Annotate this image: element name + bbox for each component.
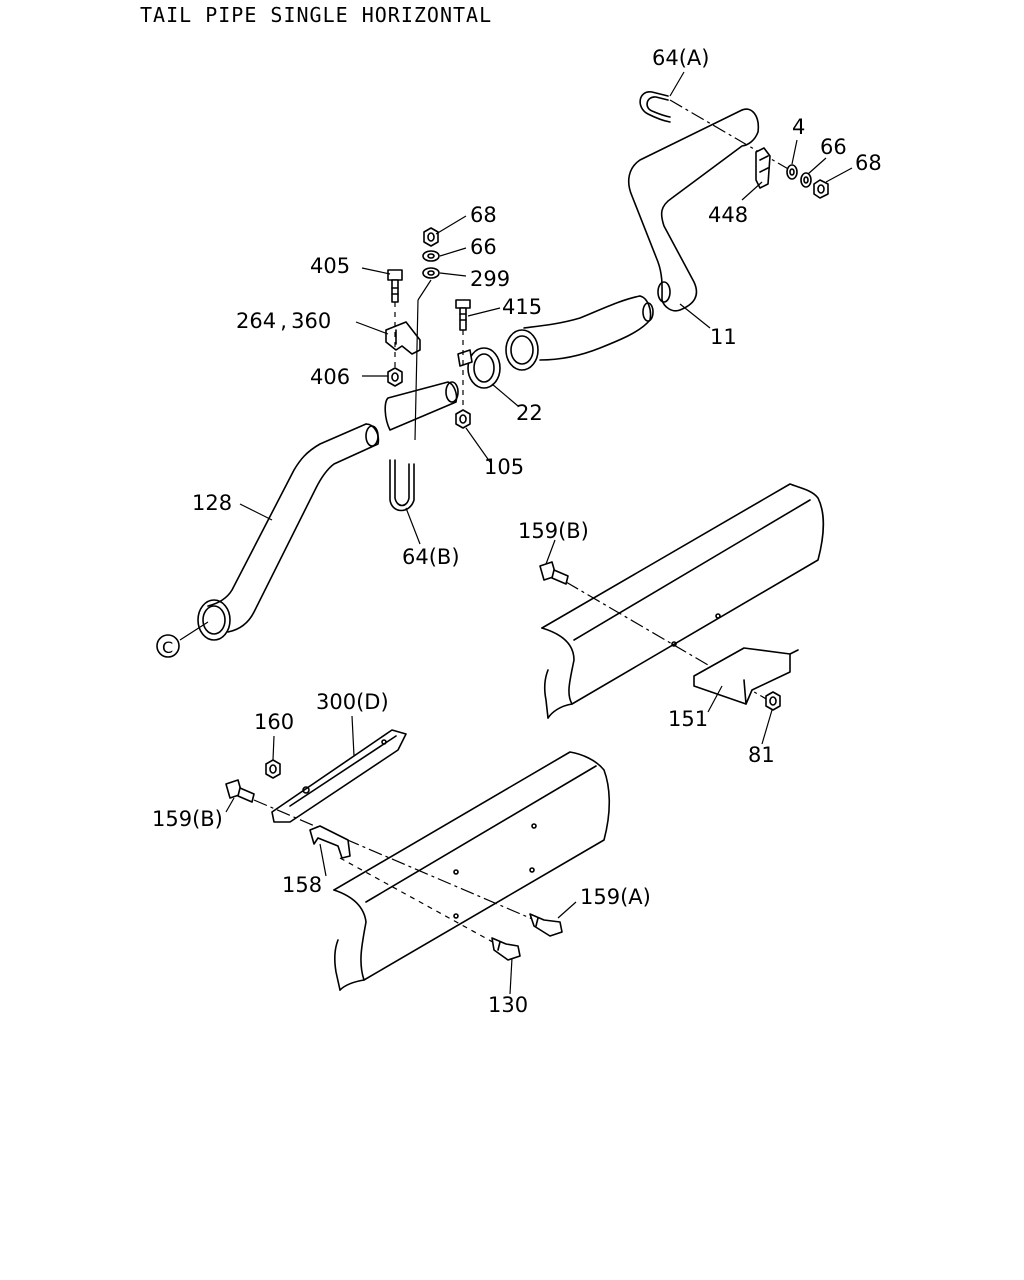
clamp-22 bbox=[457, 347, 501, 389]
tail-pipe-128 bbox=[197, 381, 459, 641]
tail-pipe-11 bbox=[627, 108, 760, 312]
callout-300d: 300(D) bbox=[316, 690, 389, 714]
callout-406: 406 bbox=[310, 365, 350, 389]
callout-105: 105 bbox=[484, 455, 524, 479]
nut-68-right bbox=[813, 179, 829, 199]
u-bolt-64a bbox=[639, 91, 671, 123]
reference-circle-c bbox=[156, 634, 180, 658]
nut-105 bbox=[455, 409, 471, 429]
callout-158: 158 bbox=[282, 873, 322, 897]
washer-66-right bbox=[800, 172, 812, 188]
callout-151: 151 bbox=[668, 707, 708, 731]
diagram-title: TAIL PIPE SINGLE HORIZONTAL bbox=[140, 3, 493, 27]
callout-64b: 64(B) bbox=[402, 545, 460, 569]
washer-4 bbox=[786, 164, 798, 180]
callout-68-right: 68 bbox=[855, 151, 882, 175]
bracket-300d bbox=[271, 729, 407, 823]
bolt-415 bbox=[455, 299, 471, 331]
axis-line-158 bbox=[339, 857, 501, 947]
bolt-130 bbox=[491, 937, 521, 961]
bolt-405 bbox=[387, 269, 403, 303]
clamp-448 bbox=[755, 147, 771, 189]
callout-130: 130 bbox=[488, 993, 528, 1017]
callout-405: 405 bbox=[310, 254, 350, 278]
callout-448: 448 bbox=[708, 203, 748, 227]
washer-299 bbox=[422, 267, 440, 279]
leader-lines bbox=[179, 71, 853, 995]
nut-160 bbox=[265, 759, 281, 779]
frame-rail-upper bbox=[541, 483, 825, 719]
callout-c: C bbox=[162, 638, 173, 657]
nut-68-top bbox=[423, 227, 439, 247]
axis-line-299 bbox=[417, 279, 432, 301]
axis-line-159 bbox=[253, 799, 545, 925]
bracket-158 bbox=[309, 825, 351, 859]
callout-4: 4 bbox=[792, 115, 805, 139]
callout-415: 415 bbox=[502, 295, 542, 319]
bracket-151 bbox=[693, 647, 799, 705]
nut-406 bbox=[387, 367, 403, 387]
callout-64a: 64(A) bbox=[652, 46, 709, 70]
callout-81: 81 bbox=[748, 743, 775, 767]
middle-pipe bbox=[505, 295, 654, 371]
callout-128: 128 bbox=[192, 491, 232, 515]
callout-68-top: 68 bbox=[470, 203, 497, 227]
bolt-159a bbox=[529, 913, 563, 937]
callout-299: 299 bbox=[470, 267, 510, 291]
washer-66-top bbox=[422, 250, 440, 262]
axis-line-64a bbox=[669, 99, 791, 171]
frame-rail-lower bbox=[333, 751, 611, 991]
callout-66-right: 66 bbox=[820, 135, 847, 159]
callout-66-top: 66 bbox=[470, 235, 497, 259]
axis-line-stack bbox=[414, 299, 419, 441]
callout-160: 160 bbox=[254, 710, 294, 734]
clamp-264-360 bbox=[385, 321, 421, 355]
callout-11: 11 bbox=[710, 325, 737, 349]
callout-264-360: 264 , 360 bbox=[236, 309, 331, 333]
callout-159a: 159(A) bbox=[580, 885, 651, 909]
bolt-159b-top bbox=[539, 561, 569, 585]
u-bolt-64b bbox=[389, 459, 415, 512]
nut-81 bbox=[765, 691, 781, 711]
callout-159b-top: 159(B) bbox=[518, 519, 589, 543]
bolt-159b-left bbox=[225, 779, 255, 803]
callout-159b-left: 159(B) bbox=[152, 807, 223, 831]
callout-22: 22 bbox=[516, 401, 543, 425]
